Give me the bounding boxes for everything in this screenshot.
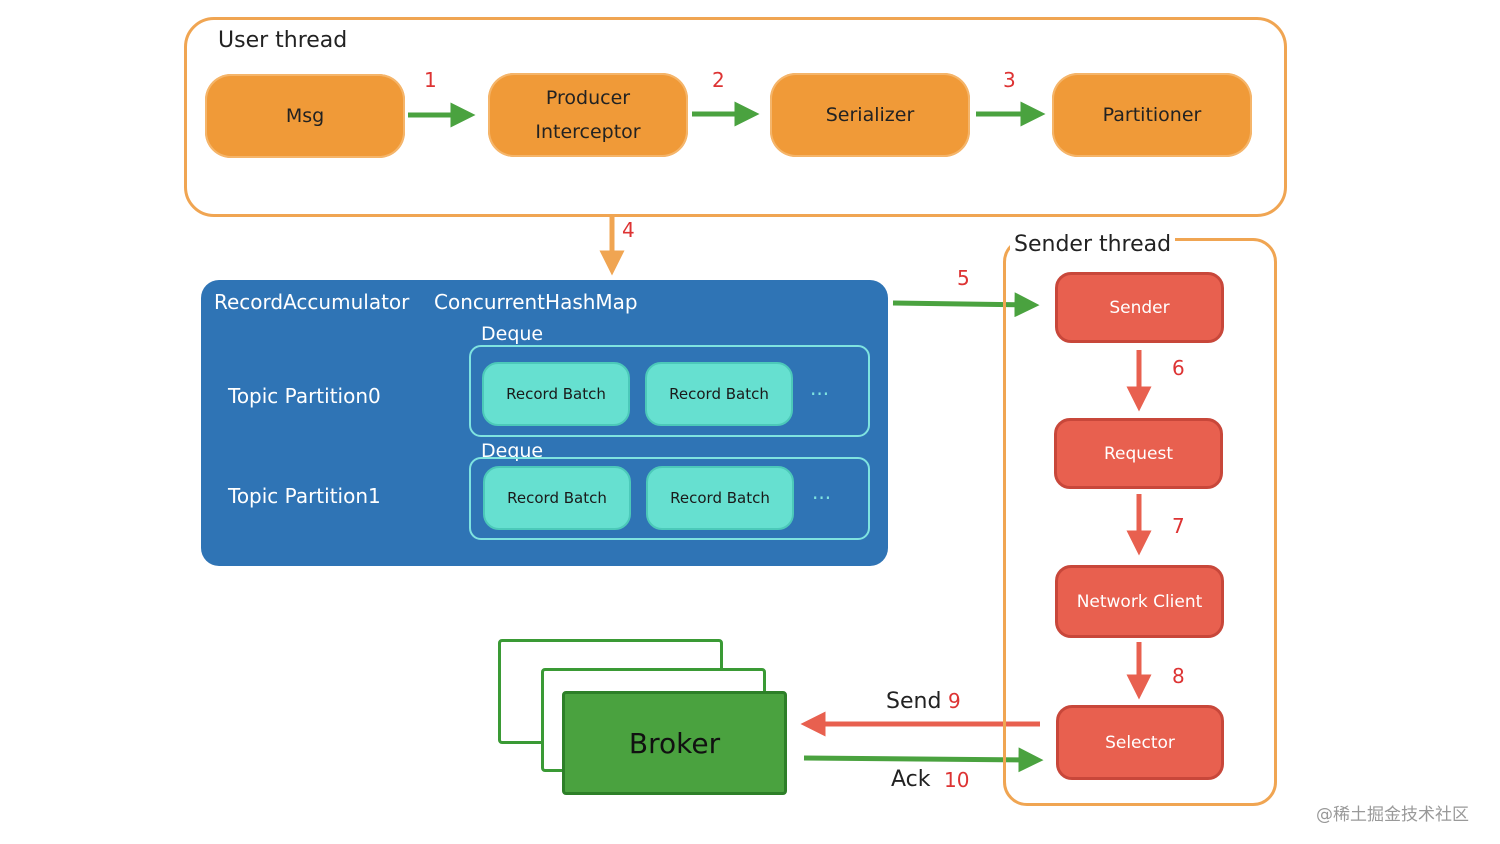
watermark: @稀土掘金技术社区 xyxy=(1316,805,1469,825)
user-thread-frame xyxy=(184,17,1287,217)
deque-label-1: Deque xyxy=(481,440,544,462)
record-batch-label: Record Batch xyxy=(506,385,606,403)
record-batch-1-0: Record Batch xyxy=(483,466,631,530)
selector-box: Selector xyxy=(1056,705,1224,780)
msg-box: Msg xyxy=(205,74,405,158)
deque-label-0: Deque xyxy=(481,323,544,345)
step-2: 2 xyxy=(712,68,725,92)
broker-label: Broker xyxy=(628,726,721,760)
step-4: 4 xyxy=(622,218,635,242)
step-3: 3 xyxy=(1003,68,1016,92)
sender-box: Sender xyxy=(1055,272,1224,343)
concurrent-hashmap-label: ConcurrentHashMap xyxy=(434,290,638,314)
deque-0 xyxy=(469,345,870,437)
serializer-label: Serializer xyxy=(825,104,915,126)
step-1: 1 xyxy=(424,68,437,92)
request-box: Request xyxy=(1054,418,1223,489)
ellipsis-1: ··· xyxy=(812,486,832,510)
topic-partition0-label: Topic Partition0 xyxy=(228,384,381,408)
user-thread-title: User thread xyxy=(218,28,348,53)
producer-label: Producer xyxy=(545,87,631,109)
step-6: 6 xyxy=(1172,356,1185,380)
record-batch-0-1: Record Batch xyxy=(645,362,793,426)
step-10: 10 xyxy=(944,768,970,792)
step-5: 5 xyxy=(957,266,970,290)
partitioner-label: Partitioner xyxy=(1102,104,1202,126)
arrow-accumulator-to-sender xyxy=(892,292,1040,318)
send-label: Send xyxy=(886,689,942,714)
request-label: Request xyxy=(1103,443,1174,464)
interceptor-label: Interceptor xyxy=(535,121,641,143)
ellipsis-0: ··· xyxy=(810,382,830,406)
record-batch-label: Record Batch xyxy=(507,489,607,507)
serializer-box: Serializer xyxy=(770,73,970,157)
sender-thread-title: Sender thread xyxy=(1010,232,1176,257)
step-8: 8 xyxy=(1172,664,1185,688)
record-batch-0-0: Record Batch xyxy=(482,362,630,426)
step-9: 9 xyxy=(948,689,961,713)
deque-1 xyxy=(469,457,870,540)
record-batch-1-1: Record Batch xyxy=(646,466,794,530)
selector-label: Selector xyxy=(1105,732,1175,753)
producer-interceptor-box: Producer Interceptor xyxy=(488,73,688,157)
network-client-label: Network Client xyxy=(1076,591,1203,612)
arrow-ack-to-selector xyxy=(803,747,1044,773)
network-client-box: Network Client xyxy=(1055,565,1224,638)
record-batch-label: Record Batch xyxy=(669,385,769,403)
msg-label: Msg xyxy=(285,105,325,127)
sender-label: Sender xyxy=(1109,297,1170,318)
partitioner-box: Partitioner xyxy=(1052,73,1252,157)
record-accumulator-title: RecordAccumulator xyxy=(214,290,410,314)
ack-label: Ack xyxy=(891,767,931,792)
step-7: 7 xyxy=(1172,514,1185,538)
record-batch-label: Record Batch xyxy=(670,489,770,507)
broker-box: Broker xyxy=(562,691,787,795)
topic-partition1-label: Topic Partition1 xyxy=(228,484,381,508)
